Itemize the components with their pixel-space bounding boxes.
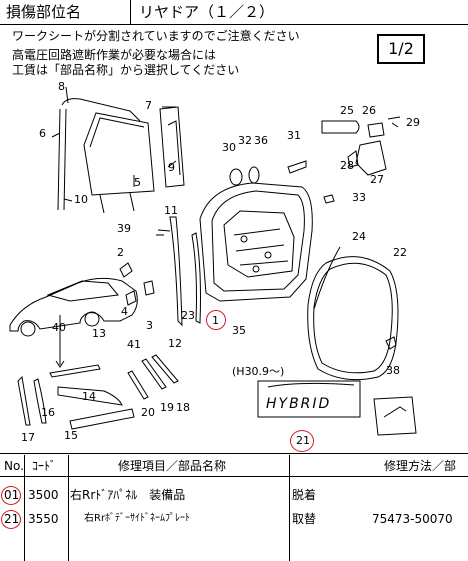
- callout-18[interactable]: 18: [176, 401, 190, 414]
- high-voltage-notice: 高電圧回路遮断作業が必要な場合には: [12, 48, 217, 62]
- callout-29[interactable]: 29: [406, 116, 420, 129]
- pillar-moldings: [169, 216, 341, 327]
- callout-26[interactable]: 26: [362, 104, 376, 117]
- labor-selection-notice: 工賃は「部品名称」から選択してください: [12, 63, 240, 77]
- callout-14[interactable]: 14: [82, 390, 96, 403]
- row-code: 3500: [28, 488, 59, 502]
- row-item: 右Rrﾄﾞｱﾊﾟﾈﾙ 装備品: [70, 488, 186, 502]
- row-method: 脱着: [292, 488, 317, 502]
- handle-assembly: [321, 116, 401, 176]
- date-applicability-note: (H30.9〜): [232, 365, 285, 378]
- callout-31[interactable]: 31: [287, 129, 301, 142]
- callout-22[interactable]: 22: [393, 246, 407, 259]
- callout-11[interactable]: 11: [164, 204, 178, 217]
- callout-39[interactable]: 39: [117, 222, 131, 235]
- parts-diagram: ワークシートが分割されていますのでご注意ください 高電圧回路遮断作業が必要な場合…: [0, 25, 468, 454]
- door-glass-group: [57, 98, 185, 214]
- emblem-plate: [257, 380, 417, 436]
- callout-30[interactable]: 30: [222, 141, 236, 154]
- vehicle-outline: [9, 277, 138, 368]
- callout-27[interactable]: 27: [370, 173, 384, 186]
- table-header: No. ｺｰﾄﾞ 修理項目／部品名称 修理方法／部: [0, 455, 468, 477]
- callout-24[interactable]: 24: [352, 230, 366, 243]
- callout-9[interactable]: 9: [168, 161, 175, 174]
- exploded-view-drawing: [9, 86, 417, 436]
- callout-3[interactable]: 3: [146, 319, 153, 332]
- rear-door-shell: [199, 182, 313, 302]
- small-parts: [119, 160, 397, 350]
- callout-36[interactable]: 36: [254, 134, 268, 147]
- callout-8[interactable]: 8: [58, 80, 65, 93]
- callout-2[interactable]: 2: [117, 246, 124, 259]
- highlight-circle-row-01: [1, 486, 21, 505]
- damage-part-label: 損傷部位名: [0, 0, 131, 25]
- callout-19[interactable]: 19: [160, 401, 174, 414]
- table-row[interactable]: 01 3500 右Rrﾄﾞｱﾊﾟﾈﾙ 装備品 脱着: [0, 484, 468, 506]
- callout-15[interactable]: 15: [64, 429, 78, 442]
- highlight-circle-1: [206, 310, 226, 330]
- page-indicator: 1/2: [377, 34, 425, 64]
- col-method-header: 修理方法／部: [384, 459, 457, 473]
- highlight-circle-row-21: [1, 510, 21, 529]
- col-no-header: No.: [4, 459, 24, 473]
- callout-12[interactable]: 12: [168, 337, 182, 350]
- callout-4[interactable]: 4: [121, 305, 128, 318]
- callout-16[interactable]: 16: [41, 406, 55, 419]
- callout-38[interactable]: 38: [386, 364, 400, 377]
- callout-17[interactable]: 17: [21, 431, 35, 444]
- callout-41[interactable]: 41: [127, 338, 141, 351]
- callout-35[interactable]: 35: [232, 324, 246, 337]
- col-divider: [24, 455, 25, 561]
- callout-32[interactable]: 32: [238, 134, 252, 147]
- leader-lines: [51, 86, 177, 202]
- callout-5[interactable]: 5: [134, 176, 141, 189]
- col-divider: [68, 455, 69, 561]
- belt-moldings: [17, 354, 179, 430]
- callout-28[interactable]: 28: [340, 159, 354, 172]
- row-method: 取替: [292, 512, 317, 526]
- worksheet-split-notice: ワークシートが分割されていますのでご注意ください: [12, 29, 300, 43]
- callout-6[interactable]: 6: [39, 127, 46, 140]
- callout-13[interactable]: 13: [92, 327, 106, 340]
- highlight-circle-21: [290, 430, 314, 452]
- col-divider: [289, 455, 290, 561]
- row-part-no: 75473-50070: [372, 512, 453, 526]
- section-title: リヤドア（１／２）: [139, 3, 275, 21]
- callout-20[interactable]: 20: [141, 406, 155, 419]
- row-item: 右Rrﾎﾞﾃﾞｰｻｲﾄﾞﾈｰﾑﾌﾟﾚｰﾄ: [84, 513, 191, 524]
- callout-40[interactable]: 40: [52, 321, 66, 334]
- repair-table: No. ｺｰﾄﾞ 修理項目／部品名称 修理方法／部 01 3500 右Rrﾄﾞｱ…: [0, 455, 468, 561]
- hybrid-emblem-text: HYBRID: [266, 396, 332, 412]
- callout-33[interactable]: 33: [352, 191, 366, 204]
- col-code-header: ｺｰﾄﾞ: [32, 459, 57, 473]
- callout-23[interactable]: 23: [181, 309, 195, 322]
- door-weatherstrip: [307, 256, 399, 381]
- table-row[interactable]: 21 3550 右Rrﾎﾞﾃﾞｰｻｲﾄﾞﾈｰﾑﾌﾟﾚｰﾄ 取替 75473-50…: [0, 508, 468, 530]
- callout-10[interactable]: 10: [74, 193, 88, 206]
- col-item-header: 修理項目／部品名称: [118, 459, 227, 473]
- title-row: 損傷部位名 リヤドア（１／２）: [0, 0, 468, 25]
- row-code: 3550: [28, 512, 59, 526]
- callout-7[interactable]: 7: [145, 99, 152, 112]
- callout-25[interactable]: 25: [340, 104, 354, 117]
